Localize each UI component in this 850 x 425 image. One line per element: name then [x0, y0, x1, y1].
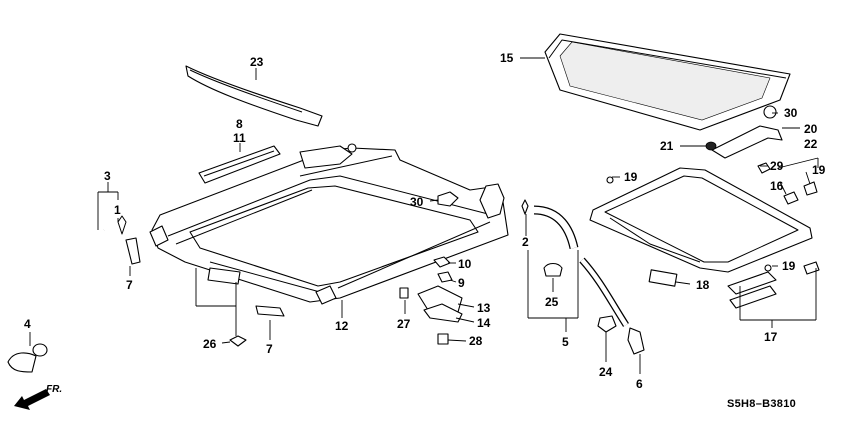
callout-6: 6 — [636, 377, 643, 391]
callout-1: 1 — [114, 203, 121, 217]
callout-23: 23 — [250, 55, 264, 69]
callout-9: 9 — [458, 276, 465, 290]
callout-19b: 19 — [812, 163, 826, 177]
callout-28: 28 — [469, 334, 483, 348]
part-20-22-bracket — [711, 125, 783, 159]
callout-19a: 19 — [624, 170, 638, 184]
callout-11: 11 — [233, 131, 246, 145]
part-8-11-deflector — [198, 145, 281, 184]
callout-14: 14 — [477, 316, 491, 330]
front-direction-indicator: FR. — [14, 384, 62, 410]
part-17-sunshade — [589, 167, 813, 287]
callout-3: 3 — [104, 169, 111, 183]
callout-8: 8 — [236, 117, 243, 131]
part-12-sunroof-frame — [149, 143, 509, 305]
front-arrow-icon — [14, 389, 50, 410]
callout-18: 18 — [696, 278, 710, 292]
callout-26: 26 — [203, 337, 217, 351]
callout-22: 22 — [804, 137, 818, 151]
callout-15: 15 — [500, 51, 514, 65]
part-23-seal-strip — [185, 65, 323, 127]
small-parts-left — [125, 237, 285, 347]
callout-29: 29 — [770, 159, 784, 173]
callout-21: 21 — [660, 139, 674, 153]
callout-27: 27 — [397, 317, 411, 331]
callout-10: 10 — [458, 257, 472, 271]
callout-12: 12 — [335, 319, 349, 333]
callout-19c: 19 — [782, 259, 796, 273]
drain-hoses — [7, 199, 645, 373]
callout-25: 25 — [545, 295, 559, 309]
callout-30b: 30 — [784, 106, 798, 120]
callout-7b: 7 — [266, 342, 273, 356]
callout-5: 5 — [562, 335, 569, 349]
callout-13: 13 — [477, 301, 491, 315]
callout-30: 30 — [410, 195, 424, 209]
callout-7a: 7 — [126, 278, 133, 292]
leader-lines — [29, 57, 819, 374]
callout-labels: 23 8 11 30 10 9 13 14 28 27 12 3 1 4 7 7… — [24, 51, 826, 391]
callout-2: 2 — [522, 235, 529, 249]
callout-17: 17 — [764, 330, 778, 344]
callout-24: 24 — [599, 365, 613, 379]
small-parts-center — [399, 191, 463, 345]
callout-20: 20 — [804, 122, 818, 136]
callout-4: 4 — [24, 317, 31, 331]
diagram-code: S5H8–B3810 — [727, 398, 796, 410]
direction-label: FR. — [46, 384, 62, 395]
part-15-glass-panel — [544, 33, 791, 131]
callout-16: 16 — [770, 179, 784, 193]
